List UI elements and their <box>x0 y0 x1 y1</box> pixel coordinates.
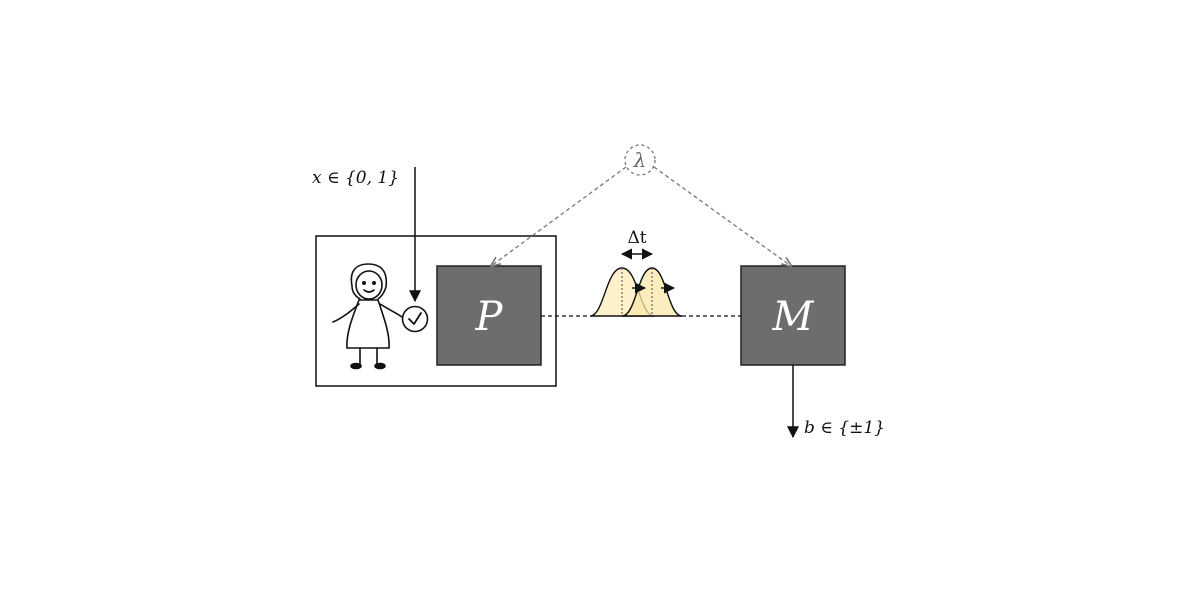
lambda-to-prepare-arrow <box>491 166 627 266</box>
delta-t-label: Δt <box>627 228 646 248</box>
lambda-label: λ <box>633 148 647 172</box>
girl-figure-icon <box>332 263 403 370</box>
prepare-box-label: P <box>475 294 504 340</box>
prepare-box <box>436 265 542 366</box>
lambda-to-measure-arrow <box>653 166 791 266</box>
input-label: x ∈ {0, 1} <box>312 168 399 188</box>
sender-frame <box>315 235 557 387</box>
clock-icon <box>401 305 429 333</box>
measure-box-label: M <box>772 294 815 340</box>
lambda-node <box>624 144 656 176</box>
output-label: b ∈ {±1} <box>804 418 885 438</box>
pulse-pair <box>589 267 683 317</box>
measure-box <box>740 265 846 366</box>
